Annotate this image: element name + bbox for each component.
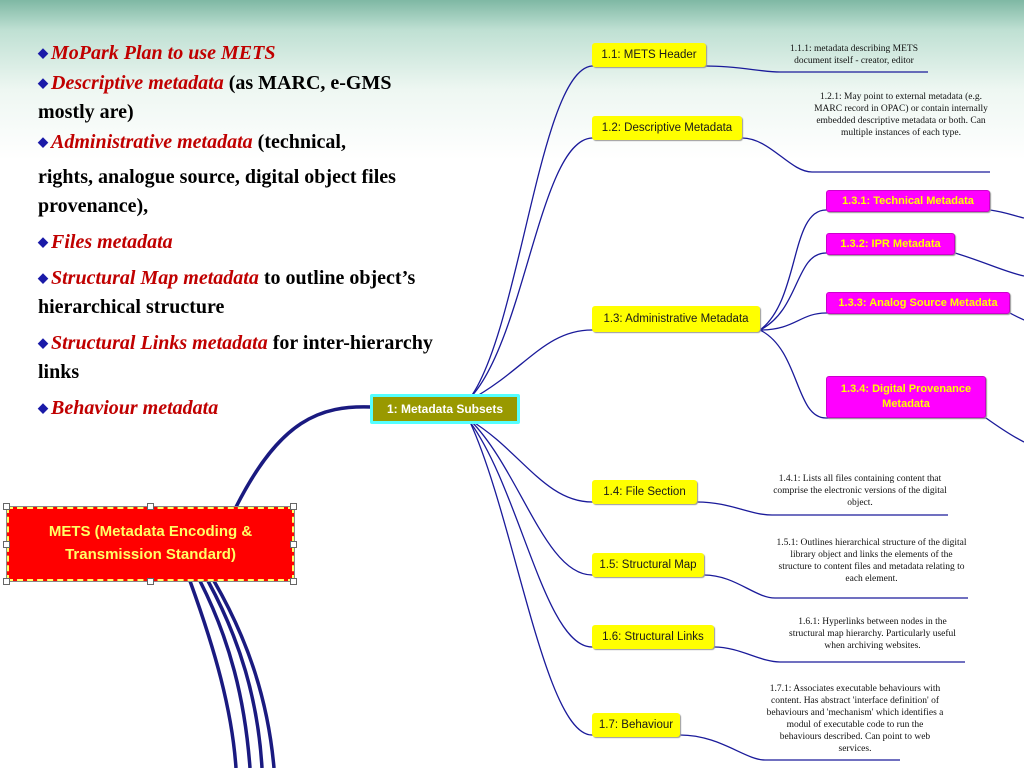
bullet-descriptive: ◆Descriptive metadata (as MARC, e-GMS mo…: [38, 72, 392, 123]
bullet-administrative-continuation: rights, analogue source, digital object …: [38, 166, 396, 217]
note-file-section: 1.4.1: Lists all files containing conten…: [773, 474, 947, 508]
note-behaviour: 1.7.1: Associates executable behaviours …: [766, 684, 944, 754]
resize-handle[interactable]: [290, 503, 297, 510]
node-digital-provenance-metadata[interactable]: 1.3.4: Digital Provenance Metadata: [826, 376, 986, 418]
resize-handle[interactable]: [147, 503, 154, 510]
bullet-structural-map: ◆Structural Map metadata to outline obje…: [38, 267, 416, 318]
node-ipr-metadata[interactable]: 1.3.2: IPR Metadata: [826, 233, 955, 255]
node-descriptive-metadata[interactable]: 1.2: Descriptive Metadata: [592, 116, 742, 140]
mets-root-node[interactable]: METS (Metadata Encoding & Transmission S…: [6, 506, 295, 582]
resize-handle[interactable]: [3, 503, 10, 510]
bullet-list: ◆MoPark Plan to use METS ◆Descriptive me…: [38, 38, 438, 423]
resize-handle[interactable]: [290, 541, 297, 548]
bullet-behaviour: ◆Behaviour metadata: [38, 397, 219, 419]
bullet-administrative: ◆Administrative metadata (technical,: [38, 131, 346, 153]
link-1-6: [469, 421, 714, 648]
diamond-bullet-icon: ◆: [38, 335, 48, 350]
bullet-files: ◆Files metadata: [38, 231, 173, 253]
node-file-section[interactable]: 1.4: File Section: [592, 480, 697, 504]
resize-handle[interactable]: [290, 578, 297, 585]
node-mets-header[interactable]: 1.1: METS Header: [592, 43, 706, 67]
node-technical-metadata[interactable]: 1.3.1: Technical Metadata: [826, 190, 990, 212]
link-root-subsets: [234, 405, 373, 508]
link-1-3-4: [759, 329, 986, 419]
link-1-7: [469, 421, 680, 736]
bullet-structural-links: ◆Structural Links metadata for inter-hie…: [38, 332, 433, 383]
link-1-1: [469, 65, 706, 399]
link-1-3-1: [759, 209, 990, 331]
resize-handle[interactable]: [3, 541, 10, 548]
note-structural-map: 1.5.1: Outlines hierarchical structure o…: [776, 538, 967, 584]
note-mets-header: 1.1.1: metadata describing METS document…: [790, 44, 918, 66]
node-structural-map[interactable]: 1.5: Structural Map: [592, 553, 704, 577]
diamond-bullet-icon: ◆: [38, 134, 48, 149]
diamond-bullet-icon: ◆: [38, 400, 48, 415]
resize-handle[interactable]: [147, 578, 154, 585]
node-analog-source-metadata[interactable]: 1.3.3: Analog Source Metadata: [826, 292, 1010, 314]
link-1-5: [469, 419, 704, 576]
bullet-mopark: ◆MoPark Plan to use METS: [38, 42, 276, 64]
note-descriptive-metadata: 1.2.1: May point to external metadata (e…: [814, 92, 988, 138]
metadata-subsets-node[interactable]: 1: Metadata Subsets: [370, 394, 520, 424]
resize-handle[interactable]: [3, 578, 10, 585]
diamond-bullet-icon: ◆: [38, 75, 48, 90]
note-structural-links: 1.6.1: Hyperlinks between nodes in the s…: [789, 617, 956, 651]
node-administrative-metadata[interactable]: 1.3: Administrative Metadata: [592, 306, 760, 332]
link-1-4: [469, 419, 697, 503]
node-behaviour[interactable]: 1.7: Behaviour: [592, 713, 680, 737]
diamond-bullet-icon: ◆: [38, 234, 48, 249]
link-1-2: [469, 137, 742, 399]
link-1-3-2: [759, 252, 955, 331]
link-1-3-3: [759, 312, 1010, 331]
diamond-bullet-icon: ◆: [38, 45, 48, 60]
diamond-bullet-icon: ◆: [38, 270, 48, 285]
link-1-3: [469, 329, 760, 401]
node-structural-links[interactable]: 1.6: Structural Links: [592, 625, 714, 649]
